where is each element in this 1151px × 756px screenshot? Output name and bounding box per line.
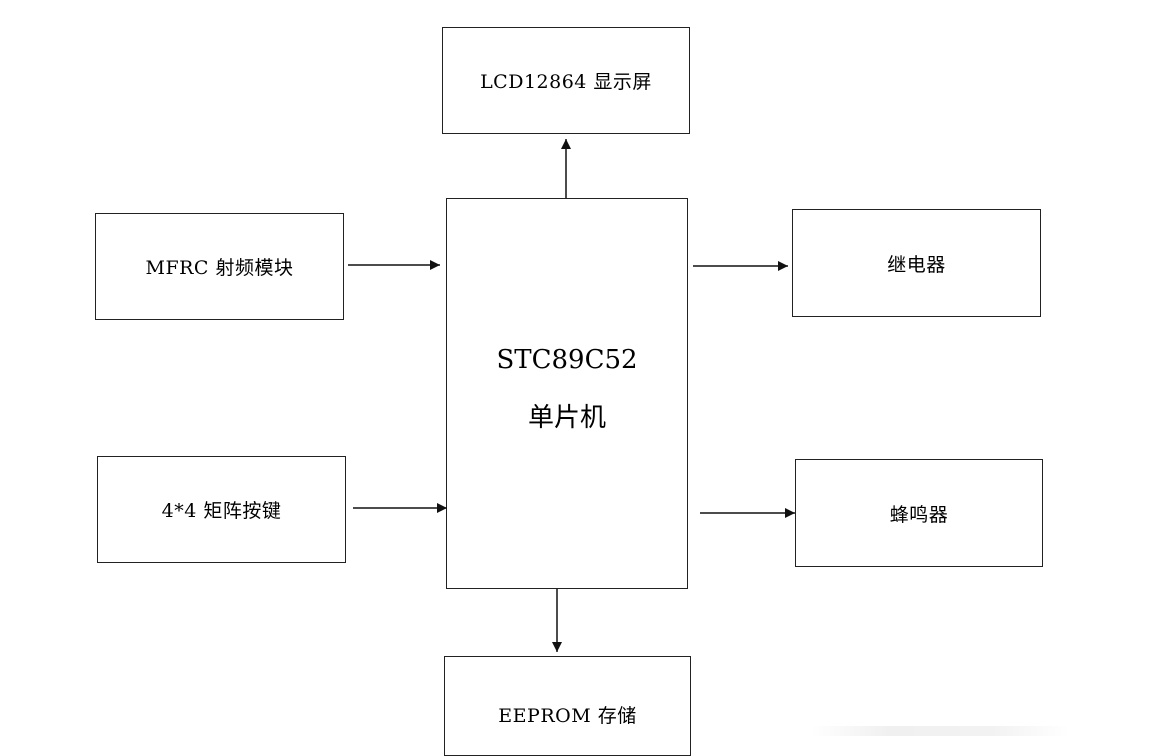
- relay-block: 继电器: [792, 209, 1041, 317]
- lcd-label: LCD12864 显示屏: [480, 71, 652, 93]
- buzzer-label: 蜂鸣器: [889, 503, 949, 526]
- connection-arrows: [348, 139, 795, 652]
- mcu-label-group: STC89C52 单片机: [496, 347, 637, 431]
- rfid-block: MFRC 射频模块: [95, 213, 344, 320]
- mcu-type-label: 单片机: [527, 402, 606, 433]
- buzzer-block: 蜂鸣器: [795, 459, 1043, 567]
- mcu-model-label: STC89C52: [496, 344, 638, 375]
- rfid-label: MFRC 射频模块: [145, 257, 294, 279]
- eeprom-label: EEPROM 存储: [498, 705, 637, 727]
- lcd-block: LCD12864 显示屏: [442, 27, 690, 134]
- keypad-label: 4*4 矩阵按键: [161, 500, 282, 522]
- mcu-block: STC89C52 单片机: [446, 198, 688, 589]
- keypad-block: 4*4 矩阵按键: [97, 456, 346, 563]
- relay-label: 继电器: [887, 253, 946, 276]
- bottom-watermark-smudge: [810, 726, 1070, 736]
